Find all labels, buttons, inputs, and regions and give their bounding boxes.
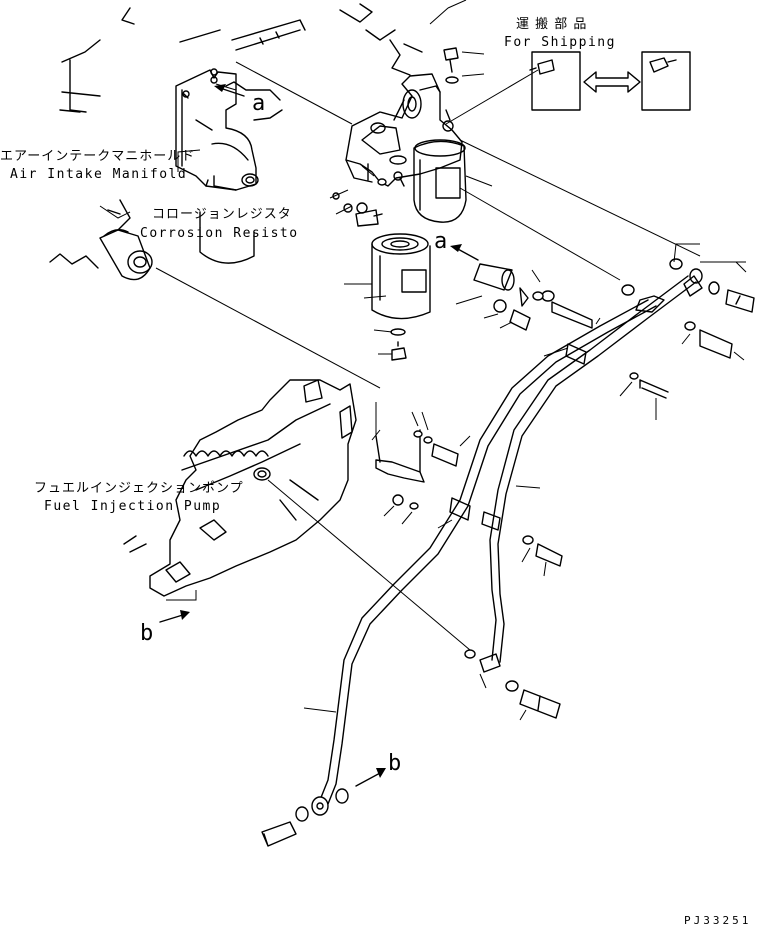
manifold-label-en: Air Intake Manifold [10, 167, 187, 182]
hose-clamps [375, 343, 587, 567]
fuel-tubes [261, 275, 703, 847]
shipping-parts [529, 51, 691, 111]
shipping-label-jp: 運 搬 部 品 [516, 17, 587, 32]
ref-b-pump: b [140, 621, 153, 646]
pump-label-jp: フュエルインジェクションポンプ [34, 481, 244, 496]
connector-pipe [473, 263, 515, 291]
corrosion-label-en: Corrosion Resisto [140, 226, 299, 241]
ref-a-manifold: a [252, 91, 265, 116]
fuel-filter-upper [413, 139, 467, 223]
engine-block-outline [49, 3, 423, 269]
leader-lines [99, 0, 747, 721]
drawing-code: PJ33251 [684, 914, 751, 927]
fuel-injection-pump [123, 379, 357, 597]
manifold-label-jp: エアーインテークマニホールド [0, 149, 195, 164]
corrosion-label-jp: コロージョンレジスタ [152, 207, 292, 222]
reference-arrows [159, 84, 479, 787]
ref-b-tube: b [388, 751, 401, 776]
bracket-fasteners [332, 47, 459, 227]
air-intake-manifold [175, 68, 283, 191]
ref-a-filter: a [434, 229, 447, 254]
corrosion-resistor [99, 229, 153, 281]
shipping-label-en: For Shipping [504, 35, 616, 50]
filter-head-bracket [345, 73, 463, 187]
fuel-filter-lower [371, 233, 431, 361]
pump-label-en: Fuel Injection Pump [44, 499, 221, 514]
right-fasteners [493, 258, 755, 399]
